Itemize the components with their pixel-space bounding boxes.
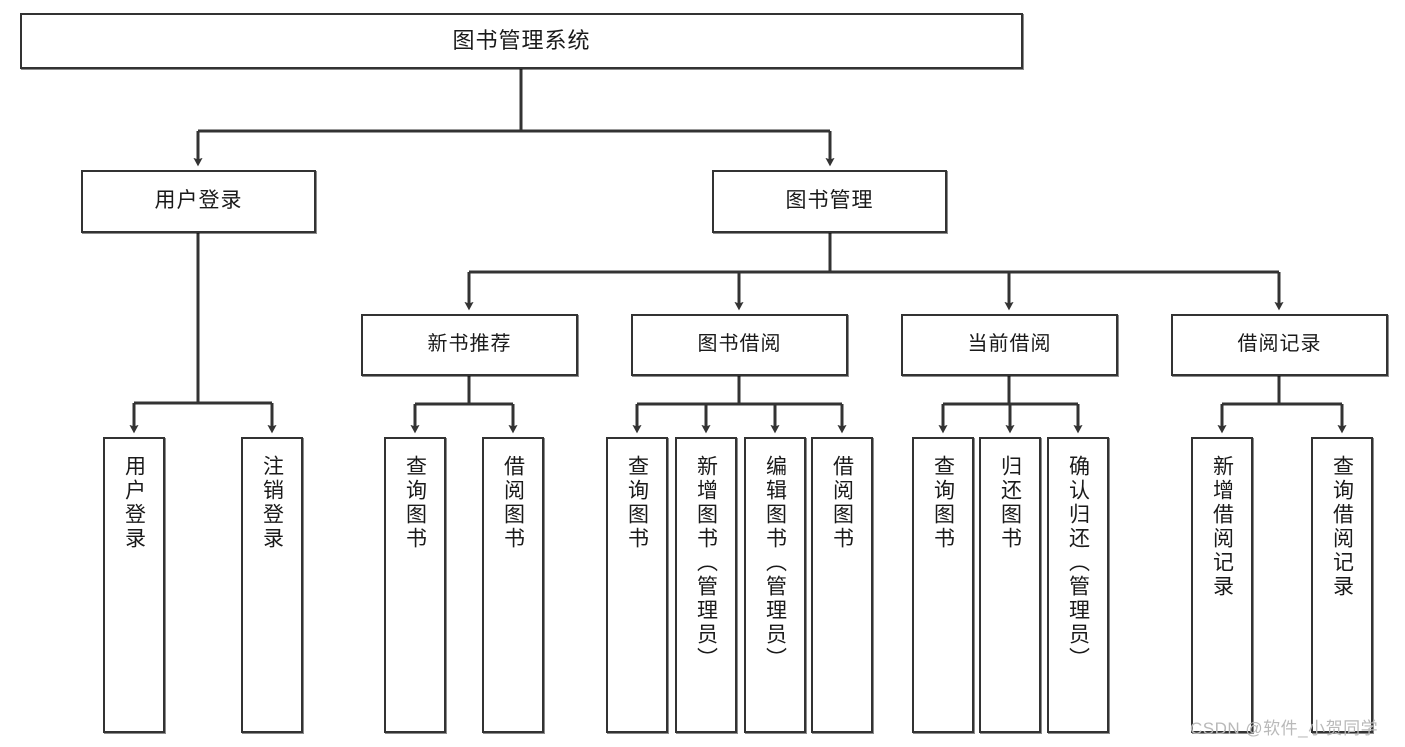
node-book-borrow-label: 图书借阅: [697, 333, 782, 356]
leaf-current-borrow-return-label: 归还图书: [998, 455, 1022, 551]
leaf-book-borrow-add-label: 新增图书（管理员）: [694, 455, 718, 671]
leaf-new-book-borrow[interactable]: 借阅图书: [482, 437, 544, 733]
node-current-borrow-label: 当前借阅: [967, 333, 1052, 356]
leaf-book-borrow-query-label: 查询图书: [625, 455, 649, 551]
node-book-management-label: 图书管理: [785, 189, 874, 213]
leaf-borrow-record-query[interactable]: 查询借阅记录: [1311, 437, 1373, 733]
leaf-current-borrow-query[interactable]: 查询图书: [912, 437, 974, 733]
leaf-book-borrow-borrow-label: 借阅图书: [830, 455, 854, 551]
node-root-system-label: 图书管理系统: [452, 28, 591, 54]
node-book-management[interactable]: 图书管理: [712, 170, 947, 233]
leaf-user-login-login[interactable]: 用户登录: [103, 437, 165, 733]
node-new-book-recommend[interactable]: 新书推荐: [361, 314, 578, 376]
leaf-book-borrow-borrow[interactable]: 借阅图书: [811, 437, 873, 733]
leaf-new-book-borrow-label: 借阅图书: [501, 455, 525, 551]
leaf-current-borrow-query-label: 查询图书: [931, 455, 955, 551]
leaf-book-borrow-edit-label: 编辑图书（管理员）: [763, 455, 787, 671]
leaf-current-borrow-return[interactable]: 归还图书: [979, 437, 1041, 733]
leaf-book-borrow-query[interactable]: 查询图书: [606, 437, 668, 733]
node-user-login[interactable]: 用户登录: [81, 170, 316, 233]
node-current-borrow[interactable]: 当前借阅: [901, 314, 1118, 376]
node-book-borrow[interactable]: 图书借阅: [631, 314, 848, 376]
node-borrow-record[interactable]: 借阅记录: [1171, 314, 1388, 376]
leaf-borrow-record-query-label: 查询借阅记录: [1330, 455, 1354, 599]
leaf-book-borrow-add[interactable]: 新增图书（管理员）: [675, 437, 737, 733]
leaf-user-login-login-label: 用户登录: [122, 455, 146, 551]
leaf-borrow-record-add-label: 新增借阅记录: [1210, 455, 1234, 599]
leaf-current-borrow-confirm-return-label: 确认归还（管理员）: [1066, 455, 1090, 671]
node-borrow-record-label: 借阅记录: [1237, 333, 1322, 356]
leaf-new-book-query[interactable]: 查询图书: [384, 437, 446, 733]
node-root-system[interactable]: 图书管理系统: [20, 13, 1023, 69]
node-new-book-recommend-label: 新书推荐: [427, 333, 512, 356]
leaf-current-borrow-confirm-return[interactable]: 确认归还（管理员）: [1047, 437, 1109, 733]
node-user-login-label: 用户登录: [154, 189, 243, 213]
leaf-new-book-query-label: 查询图书: [403, 455, 427, 551]
leaf-book-borrow-edit[interactable]: 编辑图书（管理员）: [744, 437, 806, 733]
leaf-user-login-logout-label: 注销登录: [260, 455, 284, 551]
leaf-borrow-record-add[interactable]: 新增借阅记录: [1191, 437, 1253, 733]
leaf-user-login-logout[interactable]: 注销登录: [241, 437, 303, 733]
